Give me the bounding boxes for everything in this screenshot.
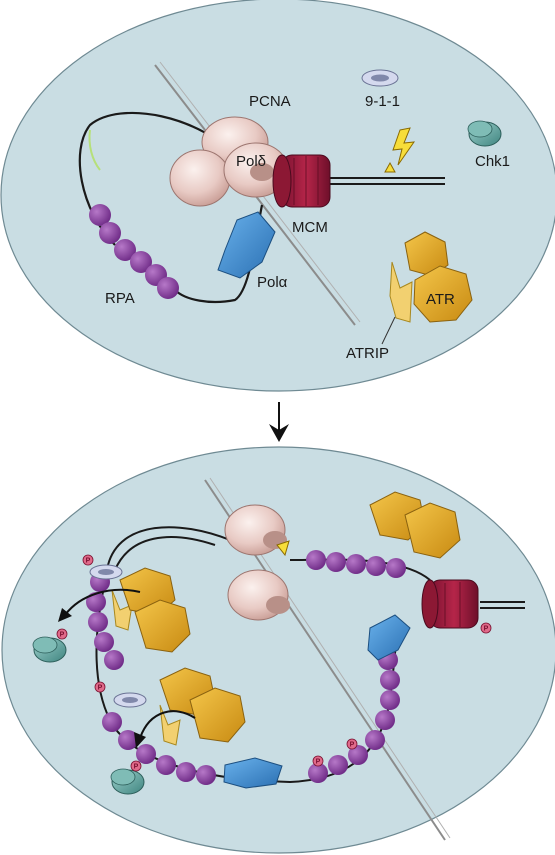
label-mcm: MCM xyxy=(292,219,328,236)
chk1-kinase xyxy=(467,120,502,147)
label-atr: ATR xyxy=(426,291,455,308)
svg-text:P: P xyxy=(98,685,103,692)
svg-text:P: P xyxy=(60,632,65,639)
nine-one-one-clamp-bottom-2 xyxy=(113,692,147,708)
phospho-tag-7: P xyxy=(480,622,492,634)
phospho-tag-4: P xyxy=(130,760,142,772)
transition-arrow xyxy=(269,402,289,442)
pol-alpha-bottom-1 xyxy=(367,614,411,661)
atr-atrip-complex-bottom-1 xyxy=(369,491,461,559)
label-rpa: RPA xyxy=(105,290,135,307)
nine-one-one-clamp-bottom-1 xyxy=(89,564,123,580)
rpa-beads-bottom xyxy=(86,550,406,785)
phospho-tag-3: P xyxy=(94,681,106,693)
label-chk1: Chk1 xyxy=(475,153,510,170)
svg-text:P: P xyxy=(484,626,489,633)
label-pol-alpha: Polα xyxy=(257,274,288,291)
label-pol-delta: Polδ xyxy=(236,153,266,170)
phospho-tag-2: P xyxy=(56,628,68,640)
phospho-tag-1: P xyxy=(82,554,94,566)
lesion-triangle-bottom-icon xyxy=(276,540,290,557)
top-panel: PCNA 9-1-1 Chk1 Polδ MCM RPA Polα ATR AT… xyxy=(0,0,555,392)
label-pcna: PCNA xyxy=(249,93,291,110)
chk1-kinase-bottom-1 xyxy=(32,636,67,663)
phosphorylation-arrowhead-1 xyxy=(58,608,72,622)
nascent-strand-green xyxy=(88,129,101,171)
phosphorylation-arrow-2 xyxy=(139,710,196,739)
rpa-beads-top xyxy=(89,204,179,299)
phosphorylation-arrow-1 xyxy=(64,588,141,616)
dna-damage-lightning-icon xyxy=(392,127,416,166)
atr-atrip-complex-bottom-2 xyxy=(111,567,191,653)
pcna-clamp xyxy=(169,116,289,207)
mcm-helicase-bottom xyxy=(421,579,479,629)
atr-atrip-complex-bottom-3 xyxy=(159,667,246,746)
atr-atrip-complex xyxy=(389,231,473,323)
svg-text:P: P xyxy=(134,764,139,771)
svg-text:P: P xyxy=(316,759,321,766)
lagging-strand-loop-bottom xyxy=(107,526,231,571)
label-atrip: ATRIP xyxy=(346,345,389,362)
bottom-panel: P P P P P P P xyxy=(1,446,555,854)
lesion-triangle-icon xyxy=(384,161,396,173)
phospho-tag-5: P xyxy=(312,755,324,767)
chk1-kinase-bottom-2 xyxy=(110,768,145,795)
phosphorylation-arrowhead-2 xyxy=(134,732,146,748)
pol-alpha xyxy=(217,211,276,279)
atrip-leader-line xyxy=(381,316,396,345)
mcm-helicase xyxy=(272,154,331,208)
phospho-tag-6: P xyxy=(346,738,358,750)
pcna-clamp-bottom xyxy=(224,504,290,621)
svg-text:P: P xyxy=(350,742,355,749)
pol-alpha-bottom-2 xyxy=(223,757,283,789)
label-9-1-1: 9-1-1 xyxy=(365,93,400,110)
svg-text:P: P xyxy=(86,558,91,565)
nine-one-one-clamp xyxy=(361,69,399,87)
bottom-nucleus xyxy=(1,446,555,854)
